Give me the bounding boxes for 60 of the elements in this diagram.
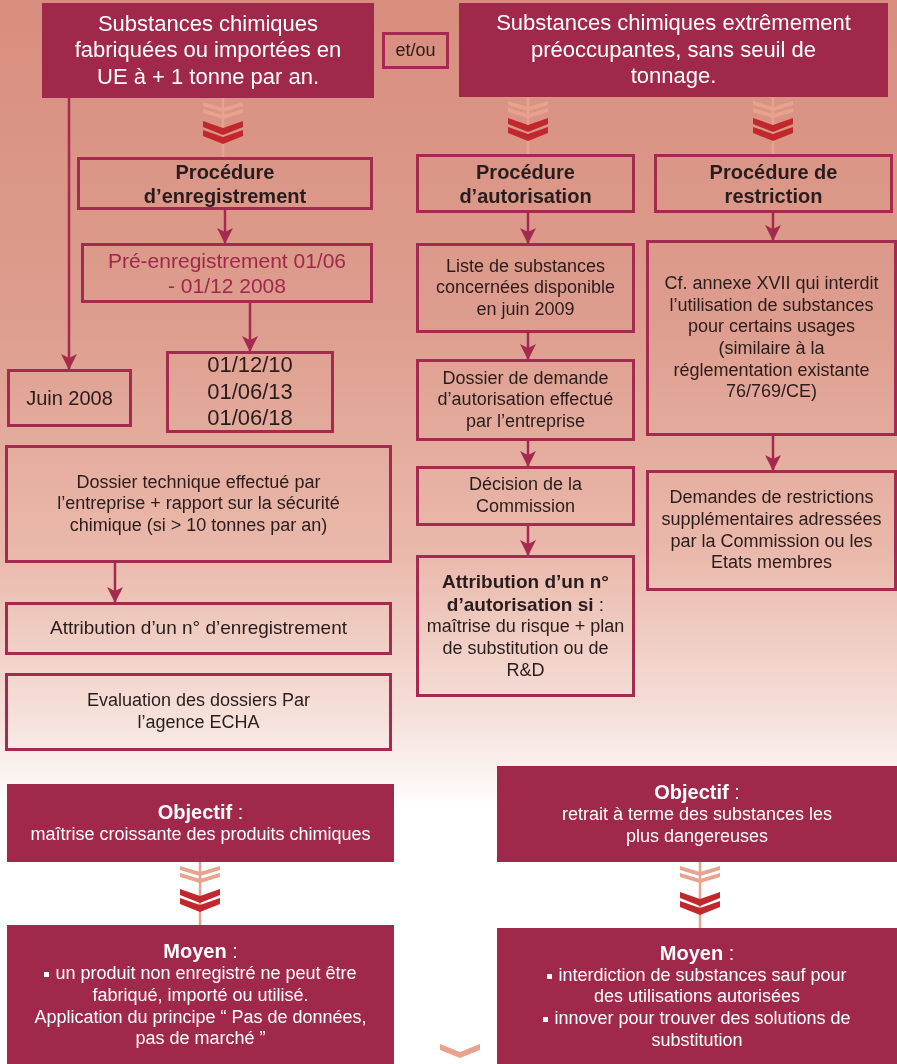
box-text: Procédure d’enregistrement — [142, 159, 308, 208]
box-text: Cf. annexe XVII qui interdit l’utilisation de substances pour certains usages (similaire à la réglementation existante 76/769/CE) — [663, 273, 880, 403]
box-text: Demandes de restrictions supplémentaires adressées par la Commission ou les Etats membres — [660, 487, 883, 574]
arrow — [520, 526, 536, 556]
step-box — [416, 466, 635, 526]
box-text: maîtrise croissante des produits chimiques — [30, 824, 371, 846]
arrow — [107, 563, 123, 603]
box-heading: Moyen : — [163, 939, 238, 964]
box-text: Application du principe “ Pas de données, pas de marché ” — [33, 1006, 368, 1050]
step-box — [646, 470, 897, 591]
source-box — [459, 3, 888, 97]
step-box — [416, 555, 635, 697]
source-box — [42, 3, 374, 98]
box-text: Décision de la Commission — [467, 474, 584, 518]
arrow — [520, 213, 536, 244]
box-text: Procédure d’autorisation — [458, 159, 593, 208]
box-text: innover pour trouver des solutions de substitution — [537, 1008, 857, 1052]
procedure-box — [416, 154, 635, 213]
step-box — [5, 673, 392, 751]
procedure-box — [654, 154, 893, 213]
date-box — [166, 351, 334, 433]
procedure-box — [77, 157, 373, 210]
box-text: Procédure de restriction — [708, 159, 839, 208]
step-box — [5, 445, 392, 563]
box-text: et/ou — [395, 39, 436, 62]
arrow — [765, 436, 781, 471]
box-text: Substances chimiques extrêmement préoccupantes, sans seuil de tonnage. — [495, 10, 852, 90]
box-text: Pré-enregistrement 01/06 - 01/12 2008 — [106, 247, 348, 299]
box-text: Juin 2008 — [26, 386, 113, 410]
arrow — [217, 210, 233, 244]
goal-box — [497, 766, 897, 862]
box-text: Evaluation des dossiers Par l’agence ECHA — [85, 690, 312, 734]
connector-box — [382, 32, 449, 69]
date-box — [81, 243, 373, 303]
box-text: maîtrise du risque + plan de substitution ou de R&D — [425, 616, 626, 682]
box-text: retrait à terme des substances les plus dangereuses — [560, 804, 834, 848]
box-text: Attribution d’un n° d’enregistrement — [50, 617, 347, 640]
box-heading: Attribution d’un n° d’autorisation si : — [441, 570, 610, 617]
box-text: un produit non enregistré ne peut être fabriqué, importé ou utilisé. — [20, 963, 381, 1007]
goal-box — [7, 784, 394, 862]
box-text: Substances chimiques fabriquées ou importées en UE à + 1 tonne par an. — [73, 10, 343, 91]
step-box — [416, 359, 635, 441]
step-box — [416, 243, 635, 333]
means-box — [497, 928, 897, 1064]
box-text: 01/12/10 01/06/13 01/06/18 — [206, 352, 294, 432]
box-text: Dossier de demande d’autorisation effectué par l’entreprise — [436, 367, 615, 433]
arrow — [520, 333, 536, 360]
arrow — [765, 213, 781, 241]
box-text: Dossier technique effectué par l’entreprise + rapport sur la sécurité chimique (si > 10 tonnes par an) — [56, 471, 341, 537]
box-text: Liste de substances concernées disponible en juin 2009 — [434, 255, 617, 321]
step-box — [646, 240, 897, 436]
box-heading: Objectif : — [654, 780, 740, 805]
box-heading: Objectif : — [157, 800, 244, 825]
box-heading: Moyen : — [659, 940, 735, 965]
arrow — [520, 441, 536, 467]
date-box — [7, 369, 132, 427]
means-box — [7, 925, 394, 1064]
arrow — [61, 98, 77, 370]
step-box — [5, 602, 392, 655]
arrow — [242, 303, 258, 352]
